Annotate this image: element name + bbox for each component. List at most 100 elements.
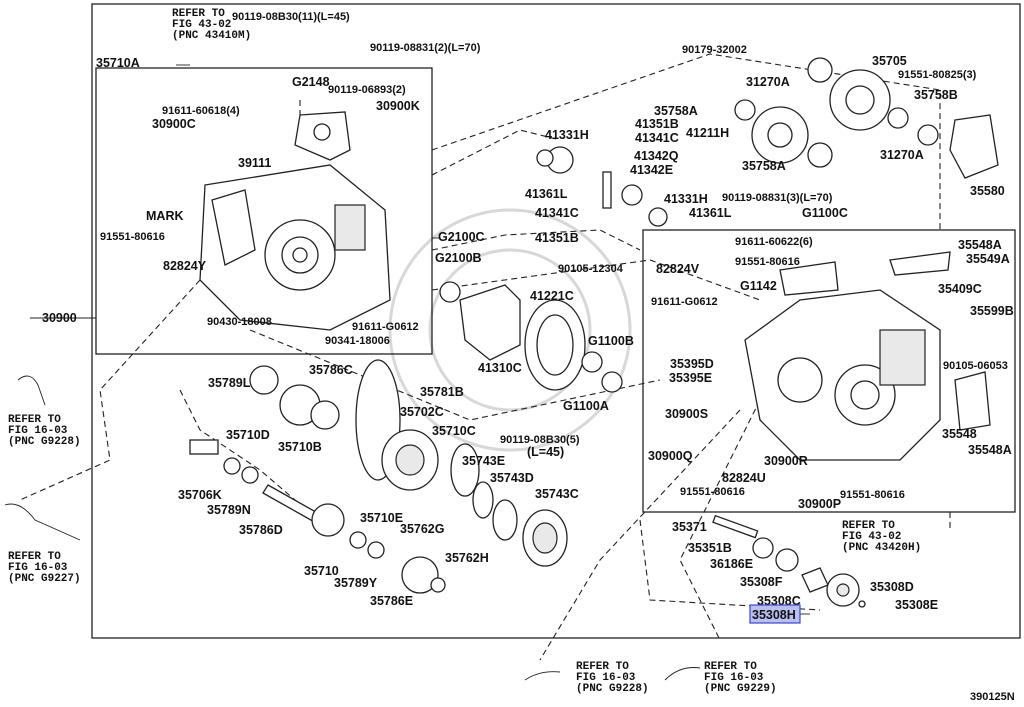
part-label-30900k[interactable]: 30900K	[376, 99, 420, 113]
refer-note-ref5-line-1[interactable]: REFER TO	[576, 661, 629, 673]
part-label-90179-32002[interactable]: 90179-32002	[682, 44, 747, 56]
part-label--l-45-[interactable]: (L=45)	[527, 445, 564, 459]
part-label-30900q[interactable]: 30900Q	[648, 449, 693, 463]
transaxle-housing[interactable]	[744, 251, 991, 461]
part-label-g2100c[interactable]: G2100C	[438, 230, 485, 244]
part-label-35758b[interactable]: 35758B	[914, 88, 958, 102]
part-label-g1142[interactable]: G1142	[740, 279, 777, 293]
part-label-35710c[interactable]: 35710C	[432, 424, 476, 438]
part-label-35789y[interactable]: 35789Y	[334, 576, 378, 590]
part-label-35786d[interactable]: 35786D	[239, 523, 283, 537]
part-label-91611-60622-6-[interactable]: 91611-60622(6)	[735, 236, 813, 248]
transaxle-case[interactable]	[199, 164, 391, 331]
part-label-41342q[interactable]: 41342Q	[634, 149, 679, 163]
refer-note-ref6-line-1[interactable]: REFER TO	[704, 661, 757, 673]
part-label-91551-80616[interactable]: 91551-80616	[840, 489, 905, 501]
part-label-35549a[interactable]: 35549A	[966, 252, 1010, 266]
refer-note-ref3-line-1[interactable]: REFER TO	[8, 551, 61, 563]
part-label-91611-g0612[interactable]: 91611-G0612	[651, 296, 718, 308]
part-label-41342e[interactable]: 41342E	[630, 163, 673, 177]
gear-cluster-top[interactable]	[734, 57, 999, 179]
part-label-91551-80616[interactable]: 91551-80616	[100, 231, 165, 243]
part-label-91611-60618-4-[interactable]: 91611-60618(4)	[162, 105, 240, 117]
refer-note-ref4-line-3[interactable]: (PNC 43420H)	[842, 542, 921, 554]
part-label-36186e[interactable]: 36186E	[710, 557, 753, 571]
part-label-41351b[interactable]: 41351B	[535, 231, 579, 245]
part-label-91551-80616[interactable]: 91551-80616	[680, 486, 745, 498]
refer-note-ref2-line-2[interactable]: FIG 16-03	[8, 425, 68, 437]
part-label-35706k[interactable]: 35706K	[178, 488, 222, 502]
part-label-35710e[interactable]: 35710E	[360, 511, 403, 525]
part-label-35743d[interactable]: 35743D	[490, 471, 534, 485]
part-label-35308d[interactable]: 35308D	[870, 580, 914, 594]
part-label-41361l[interactable]: 41361L	[689, 206, 732, 220]
part-label-30900p[interactable]: 30900P	[798, 497, 841, 511]
part-label-35710[interactable]: 35710	[304, 564, 339, 578]
part-label-35786e[interactable]: 35786E	[370, 594, 413, 608]
part-label-30900r[interactable]: 30900R	[764, 454, 808, 468]
part-label-35710a[interactable]: 35710A	[96, 56, 140, 70]
part-label-82824v[interactable]: 82824V	[656, 262, 700, 276]
part-label-41310c[interactable]: 41310C	[478, 361, 522, 375]
part-label-41351b[interactable]: 41351B	[635, 117, 679, 131]
part-label-90430-18008[interactable]: 90430-18008	[207, 316, 272, 328]
part-label-35548[interactable]: 35548	[942, 427, 977, 441]
part-label-35781b[interactable]: 35781B	[420, 385, 464, 399]
part-label-31270a[interactable]: 31270A	[746, 75, 790, 89]
part-label-30900[interactable]: 30900	[42, 311, 77, 325]
refer-note-ref3-line-3[interactable]: (PNC G9227)	[8, 573, 81, 585]
part-label-91611-g0612[interactable]: 91611-G0612	[352, 321, 419, 333]
part-label-35710d[interactable]: 35710D	[226, 428, 270, 442]
refer-note-ref2-line-1[interactable]: REFER TO	[8, 414, 61, 426]
part-label-35789n[interactable]: 35789N	[207, 503, 251, 517]
part-label-90119-08b30-5-[interactable]: 90119-08B30(5)	[500, 434, 580, 446]
part-label-35308f[interactable]: 35308F	[740, 575, 783, 589]
refer-note-ref3-line-2[interactable]: FIG 16-03	[8, 562, 68, 574]
part-label-35395e[interactable]: 35395E	[669, 371, 712, 385]
part-label-41211h[interactable]: 41211H	[686, 126, 729, 140]
part-label-35702c[interactable]: 35702C	[400, 405, 444, 419]
selected-part-label[interactable]: 35308H	[752, 608, 796, 622]
part-label-82824y[interactable]: 82824Y	[163, 259, 207, 273]
differential-assembly[interactable]	[439, 146, 668, 393]
part-label-35758a[interactable]: 35758A	[742, 159, 786, 173]
part-label-90119-06893-2-[interactable]: 90119-06893(2)	[328, 84, 406, 96]
part-label-90105-12304[interactable]: 90105-12304	[558, 263, 624, 275]
part-label-35710b[interactable]: 35710B	[278, 440, 322, 454]
part-label-31270a[interactable]: 31270A	[880, 148, 924, 162]
breather-assembly[interactable]	[294, 111, 351, 161]
part-label-90119-08b30-11-l-45-[interactable]: 90119-08B30(11)(L=45)	[232, 11, 350, 23]
part-label-91551-80616[interactable]: 91551-80616	[735, 256, 800, 268]
part-label-39111[interactable]: 39111	[238, 156, 271, 170]
part-label-35409c[interactable]: 35409C	[938, 282, 982, 296]
refer-note-ref1-line-2[interactable]: FIG 43-02	[172, 19, 231, 31]
oil-pump-assembly[interactable]	[712, 514, 866, 608]
part-label-35743c[interactable]: 35743C	[535, 487, 579, 501]
refer-note-ref4-line-2[interactable]: FIG 43-02	[842, 531, 901, 543]
part-label-90341-18006[interactable]: 90341-18006	[325, 335, 390, 347]
part-label-91551-80825-3-[interactable]: 91551-80825(3)	[898, 69, 977, 81]
part-label-35786c[interactable]: 35786C	[309, 363, 353, 377]
part-label-35548a[interactable]: 35548A	[968, 443, 1012, 457]
part-label-35395d[interactable]: 35395D	[670, 357, 714, 371]
part-label-41331h[interactable]: 41331H	[545, 128, 589, 142]
refer-note-ref6-line-3[interactable]: (PNC G9229)	[704, 683, 777, 695]
refer-note-ref1-line-1[interactable]: REFER TO	[172, 8, 225, 20]
part-label-g1100a[interactable]: G1100A	[563, 399, 609, 413]
part-label-g1100b[interactable]: G1100B	[588, 334, 634, 348]
part-label-g2148[interactable]: G2148	[292, 75, 330, 89]
part-label-41221c[interactable]: 41221C	[530, 289, 574, 303]
part-label-30900s[interactable]: 30900S	[665, 407, 708, 421]
refer-note-ref6-line-2[interactable]: FIG 16-03	[704, 672, 764, 684]
part-label-41341c[interactable]: 41341C	[535, 206, 579, 220]
part-label-mark[interactable]: MARK	[146, 209, 184, 223]
part-label-35705[interactable]: 35705	[872, 54, 907, 68]
refer-note-ref1-line-3[interactable]: (PNC 43410M)	[172, 30, 251, 42]
refer-note-ref4-line-1[interactable]: REFER TO	[842, 520, 895, 532]
part-label-35548a[interactable]: 35548A	[958, 238, 1002, 252]
part-label-35762g[interactable]: 35762G	[400, 522, 444, 536]
refer-note-ref2-line-3[interactable]: (PNC G9228)	[8, 436, 81, 448]
part-label-90119-08831-3-l-70-[interactable]: 90119-08831(3)(L=70)	[722, 192, 833, 204]
part-label-35743e[interactable]: 35743E	[462, 454, 505, 468]
gear-train-bottom[interactable]	[189, 359, 568, 594]
